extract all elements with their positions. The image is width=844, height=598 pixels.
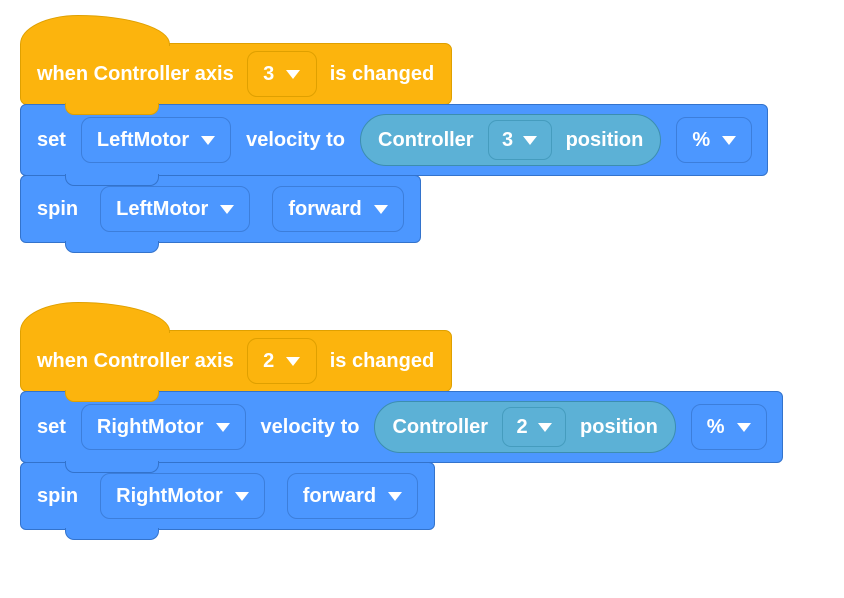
- reporter-axis-value: 3: [502, 129, 514, 151]
- spin-label: spin: [37, 485, 79, 507]
- dropdown-caret-icon: [286, 69, 301, 79]
- spin-motor-block[interactable]: spin RightMotor forward: [20, 462, 436, 540]
- motor-dropdown[interactable]: LeftMotor: [100, 186, 251, 232]
- set-label: set: [37, 129, 66, 151]
- controller-position-reporter[interactable]: Controller 2 position: [374, 401, 676, 453]
- connector-tab: [65, 528, 159, 540]
- dropdown-caret-icon: [523, 135, 538, 145]
- dropdown-caret-icon: [286, 356, 301, 366]
- set-label: set: [37, 416, 66, 438]
- direction-dropdown-value: forward: [288, 198, 362, 220]
- direction-dropdown[interactable]: forward: [286, 473, 419, 519]
- dropdown-caret-icon: [215, 422, 230, 432]
- spin-label: spin: [37, 198, 79, 220]
- when-controller-axis-hat-block[interactable]: when Controller axis 2 is changed: [20, 302, 453, 402]
- motor-dropdown[interactable]: LeftMotor: [80, 117, 232, 163]
- block-stack-left-motor: when Controller axis 3 is changed set Le…: [20, 15, 769, 253]
- connector-tab: [65, 241, 159, 253]
- hat-label-after: is changed: [329, 350, 435, 372]
- axis-dropdown[interactable]: 3: [246, 51, 317, 97]
- dropdown-caret-icon: [736, 422, 751, 432]
- motor-dropdown-value: LeftMotor: [116, 198, 209, 220]
- motor-dropdown-value: RightMotor: [96, 416, 204, 438]
- hat-label-before: when Controller axis: [37, 63, 234, 85]
- set-velocity-block[interactable]: set LeftMotor velocity to Controller 3 p…: [20, 104, 769, 186]
- hat-label-after: is changed: [329, 63, 435, 85]
- controller-position-reporter[interactable]: Controller 3 position: [360, 114, 662, 166]
- velocity-label: velocity to: [246, 129, 346, 151]
- hat-curve: [20, 15, 170, 46]
- motor-dropdown-value: LeftMotor: [96, 129, 190, 151]
- hat-curve: [20, 302, 170, 333]
- connector-tab: [65, 390, 159, 402]
- unit-dropdown-value: %: [692, 129, 711, 151]
- block-stack-right-motor: when Controller axis 2 is changed set Ri…: [20, 302, 783, 540]
- direction-dropdown[interactable]: forward: [272, 186, 404, 232]
- unit-dropdown[interactable]: %: [690, 404, 767, 450]
- spin-motor-block[interactable]: spin LeftMotor forward: [20, 175, 421, 253]
- position-label: position: [580, 416, 658, 438]
- connector-tab: [65, 174, 159, 186]
- connector-tab: [65, 103, 159, 115]
- motor-dropdown-value: RightMotor: [116, 485, 223, 507]
- axis-dropdown-value: 3: [263, 63, 275, 85]
- unit-dropdown-value: %: [706, 416, 725, 438]
- reporter-axis-dropdown[interactable]: 2: [502, 407, 567, 447]
- dropdown-caret-icon: [537, 422, 552, 432]
- dropdown-caret-icon: [722, 135, 737, 145]
- when-controller-axis-hat-block[interactable]: when Controller axis 3 is changed: [20, 15, 453, 115]
- dropdown-caret-icon: [220, 204, 235, 214]
- dropdown-caret-icon: [388, 491, 403, 501]
- reporter-axis-value: 2: [516, 416, 528, 438]
- motor-dropdown[interactable]: RightMotor: [100, 473, 265, 519]
- axis-dropdown-value: 2: [263, 350, 275, 372]
- set-velocity-block[interactable]: set RightMotor velocity to Controller 2 …: [20, 391, 783, 473]
- unit-dropdown[interactable]: %: [676, 117, 753, 163]
- velocity-label: velocity to: [260, 416, 360, 438]
- hat-label-before: when Controller axis: [37, 350, 234, 372]
- axis-dropdown[interactable]: 2: [246, 338, 317, 384]
- dropdown-caret-icon: [234, 491, 249, 501]
- controller-label: Controller: [392, 416, 489, 438]
- dropdown-caret-icon: [373, 204, 388, 214]
- position-label: position: [565, 129, 644, 151]
- controller-label: Controller: [378, 129, 474, 151]
- motor-dropdown[interactable]: RightMotor: [80, 404, 246, 450]
- direction-dropdown-value: forward: [302, 485, 377, 507]
- reporter-axis-dropdown[interactable]: 3: [487, 120, 552, 160]
- dropdown-caret-icon: [201, 135, 216, 145]
- connector-tab: [65, 461, 159, 473]
